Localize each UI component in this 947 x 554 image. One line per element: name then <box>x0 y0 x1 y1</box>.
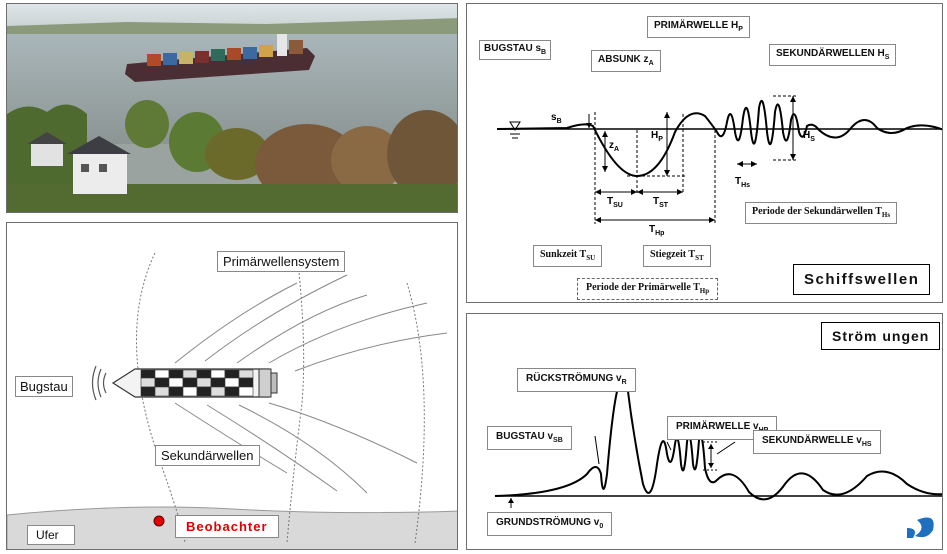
secondary-wave-lines <box>174 274 448 494</box>
bow-label: Bugstau <box>15 376 73 397</box>
primaerwelle-label: PRIMÄRWELLE HP <box>647 16 750 38</box>
container-ship-icon <box>125 34 315 82</box>
ship-waves-graph <box>496 95 942 224</box>
stiegzeit-label: Stiegzeit TST <box>643 245 711 267</box>
sb-label: sB <box>551 112 562 125</box>
ship-photo-illustration <box>7 4 457 212</box>
currents-diagram: Ström ungen RÜCKSTRÖMUNG vR PRIMÄRWELLE … <box>466 313 943 550</box>
plan-view-diagram: Primärwellensystem Bugstau Sekundärwelle… <box>6 222 458 550</box>
primary-wave-arcs <box>136 252 425 544</box>
houses-icon <box>27 132 131 194</box>
primary-wave-system-label: Primärwellensystem <box>217 251 346 272</box>
observer-marker <box>153 515 165 527</box>
bugstau-label: BUGSTAU sB <box>479 40 552 60</box>
tst-label: TST <box>653 196 669 209</box>
grundstroemung-label: GRUNDSTRÖMUNG v0 <box>487 512 613 536</box>
za-label: zA <box>609 140 620 153</box>
ship-plan-icon <box>111 368 278 398</box>
ths-label: THs <box>735 176 751 189</box>
currents-graph <box>494 377 942 538</box>
hs-label: HS <box>803 130 815 143</box>
sunkzeit-label: Sunkzeit TSU <box>533 245 603 267</box>
periode-prim-label: Periode der Primärwelle THp <box>577 278 719 300</box>
baw-logo <box>907 517 934 538</box>
stroemungen-title: Ström ungen <box>821 322 941 350</box>
observer-label: Beobachter <box>175 515 279 538</box>
sekundaerwellen-label: SEKUNDÄRWELLEN HS <box>769 44 897 66</box>
shore-label: Ufer <box>27 525 75 545</box>
sekundaerwelle-flow-label: SEKUNDÄRWELLE vHS <box>753 430 881 454</box>
hp-label: HP <box>651 130 663 143</box>
bow-wave-arcs <box>91 365 107 401</box>
plan-view-wave-lines <box>7 252 457 549</box>
absunk-label: ABSUNK zA <box>591 50 661 72</box>
tsu-label: TSU <box>607 196 623 209</box>
ship-photo <box>6 3 458 213</box>
bugstau-flow-label: BUGSTAU vSB <box>487 426 572 450</box>
thp-label: THp <box>649 224 665 237</box>
ship-waves-diagram: BUGSTAU sB ABSUNK zA PRIMÄRWELLE HP SEKU… <box>466 3 943 303</box>
periode-sek-label: Periode der Sekundärwellen THs <box>745 202 898 224</box>
trees-icon <box>7 100 457 212</box>
rueckstroemung-label: RÜCKSTRÖMUNG vR <box>517 368 636 392</box>
secondary-waves-label: Sekundärwellen <box>155 445 260 466</box>
schiffswellen-title: Schiffswellen <box>793 264 931 295</box>
